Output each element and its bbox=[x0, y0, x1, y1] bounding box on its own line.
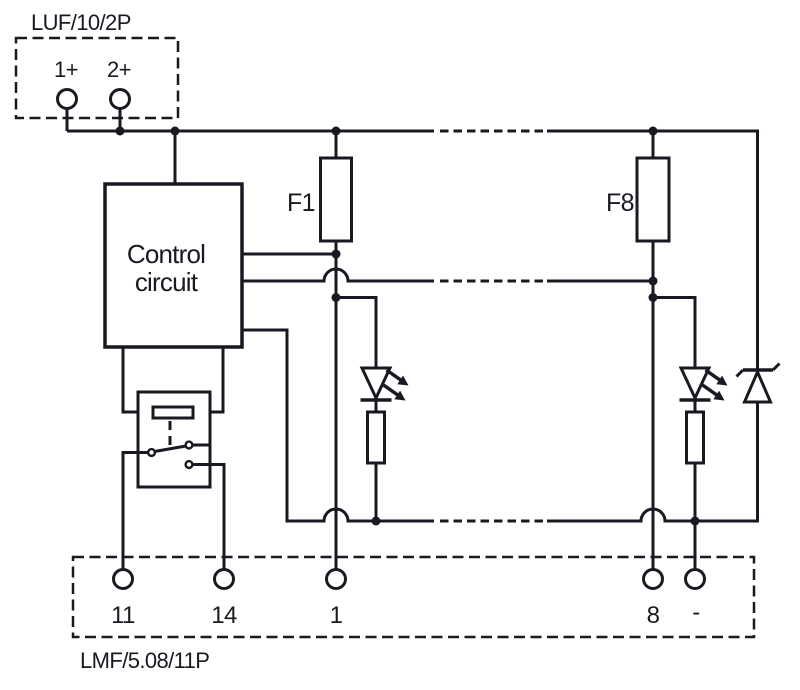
led1-arrow2-head bbox=[394, 390, 406, 401]
control-sense-lines bbox=[242, 252, 653, 283]
terminal-14-label: 14 bbox=[211, 602, 237, 629]
junction-dot bbox=[648, 276, 658, 286]
relay-common-pin bbox=[146, 447, 157, 458]
negative-rail bbox=[242, 328, 759, 526]
led1-resistor bbox=[366, 410, 386, 465]
relay-contact-pin-lower bbox=[184, 459, 194, 470]
fuse-f8-label: F8 bbox=[606, 189, 634, 217]
lower-connector-block: 11 14 1 8 - LMF/5.08/11P bbox=[71, 555, 756, 673]
led-indicator-1 bbox=[336, 296, 409, 521]
terminal-11-circle bbox=[112, 568, 134, 590]
wire-neg-rail-left bbox=[242, 328, 434, 523]
terminal-14-circle bbox=[213, 568, 235, 590]
fuse-f8-symbol bbox=[635, 156, 671, 243]
lower-block-outline bbox=[71, 555, 756, 639]
led1-arrow2-shaft bbox=[382, 383, 400, 397]
wire-led8-feed bbox=[653, 296, 697, 368]
terminal-2plus-label: 2+ bbox=[107, 57, 131, 82]
relay-contact-arm bbox=[154, 444, 187, 453]
tvs-bar-right-tip bbox=[771, 362, 781, 372]
fuse-f8-channel: F8 bbox=[606, 131, 671, 570]
led8-diode-triangle bbox=[678, 366, 712, 402]
fuse-f1-symbol bbox=[319, 156, 353, 243]
terminal-1-label: 1 bbox=[330, 602, 343, 629]
terminal-8-label: 8 bbox=[647, 602, 660, 629]
junction-dot bbox=[331, 249, 341, 259]
supply-rail-top bbox=[67, 126, 759, 369]
tvs-diode-triangle bbox=[742, 368, 773, 404]
control-circuit: Control circuit bbox=[103, 182, 244, 349]
led8-arrow2-head bbox=[713, 390, 725, 401]
led1-arrow1-head bbox=[397, 375, 409, 386]
lower-block-label: LMF/5.08/11P bbox=[80, 648, 209, 673]
upper-connector-block: LUF/10/2P 1+ 2+ bbox=[14, 10, 180, 131]
wire-led1-feed bbox=[336, 296, 378, 368]
relay-coil bbox=[151, 405, 195, 420]
tvs-diode bbox=[735, 362, 781, 404]
tvs-bar-left-tip bbox=[735, 368, 745, 378]
led8-resistor bbox=[685, 410, 705, 465]
terminal-1-circle bbox=[325, 568, 347, 590]
terminal-1plus-circle bbox=[56, 88, 78, 110]
wire-common-to-terminal-11 bbox=[121, 451, 149, 570]
relay-contact-pin-upper bbox=[184, 440, 194, 450]
upper-block-outline bbox=[14, 36, 180, 120]
fuse-f1-channel: F1 bbox=[287, 131, 353, 570]
control-circuit-label-line1: Control bbox=[127, 239, 205, 269]
control-circuit-label-line2: circuit bbox=[135, 267, 199, 297]
led8-arrow2-shaft bbox=[701, 383, 719, 397]
terminal-2plus-circle bbox=[109, 88, 131, 110]
junction-dot bbox=[115, 126, 125, 136]
relay bbox=[121, 347, 226, 570]
wire-sense-f8-left bbox=[242, 267, 434, 283]
led1-diode-triangle bbox=[359, 366, 393, 402]
fuse-f1-label: F1 bbox=[287, 189, 315, 217]
led1-arrow1-shaft bbox=[385, 368, 403, 382]
upper-block-label: LUF/10/2P bbox=[31, 10, 131, 35]
junction-dot bbox=[170, 126, 180, 136]
led-indicator-8 bbox=[653, 296, 728, 570]
terminal-minus-label: - bbox=[692, 599, 699, 626]
led8-arrow1-shaft bbox=[704, 368, 722, 382]
terminal-1plus-label: 1+ bbox=[54, 57, 78, 82]
terminal-8-circle bbox=[642, 568, 664, 590]
terminal-minus-circle bbox=[684, 568, 706, 590]
wire-no-contact-to-terminal-14 bbox=[192, 463, 226, 570]
led8-arrow1-head bbox=[716, 375, 728, 386]
wire-top-rail-right bbox=[547, 129, 759, 369]
control-circuit-box bbox=[103, 182, 244, 349]
terminal-11-label: 11 bbox=[111, 602, 135, 629]
